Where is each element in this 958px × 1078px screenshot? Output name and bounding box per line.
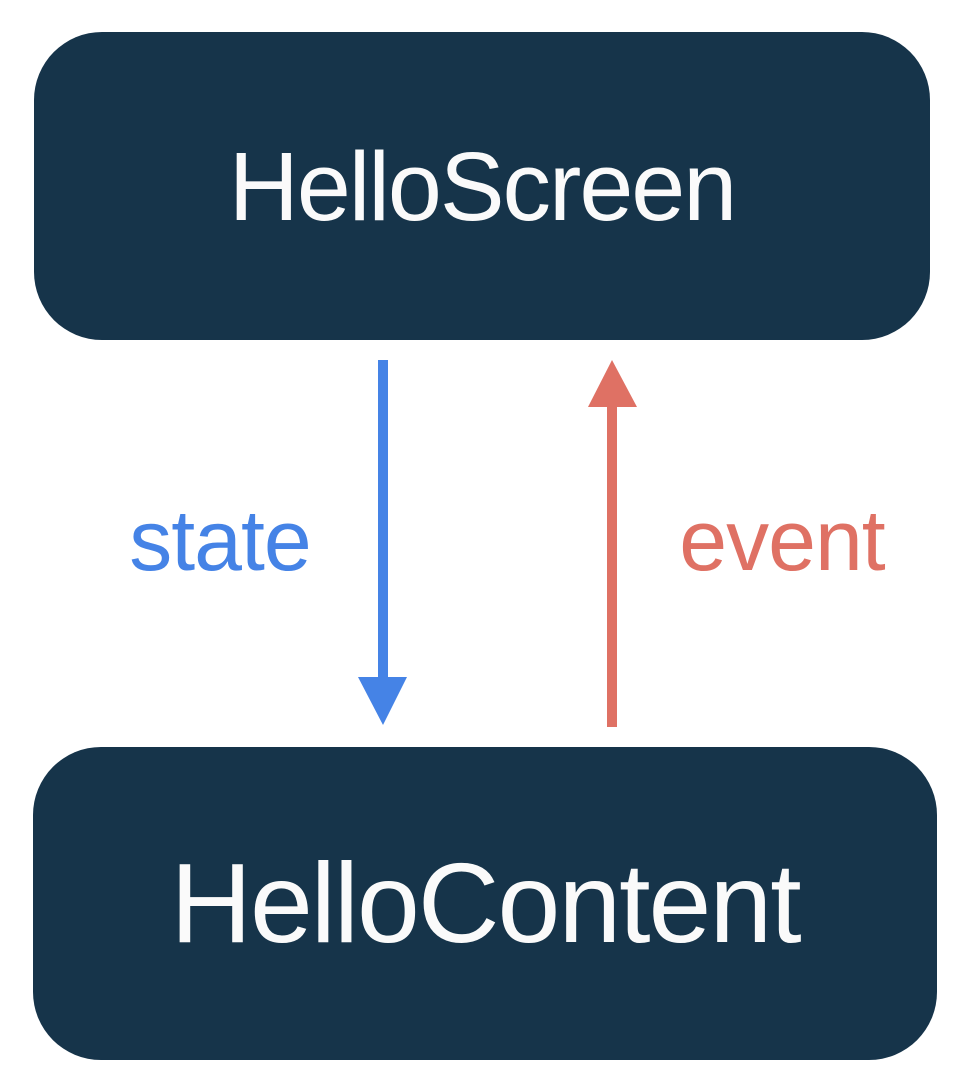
hello-screen-label: HelloScreen bbox=[228, 131, 737, 241]
state-arrow-head bbox=[358, 677, 407, 725]
state-arrow-shaft bbox=[378, 360, 388, 682]
event-arrow-icon bbox=[588, 360, 637, 727]
hello-screen-box: HelloScreen bbox=[34, 32, 930, 340]
hello-content-label: HelloContent bbox=[170, 840, 801, 966]
state-arrow-icon bbox=[358, 360, 407, 725]
state-label: state bbox=[129, 493, 311, 589]
event-arrow-head bbox=[588, 360, 637, 407]
event-arrow-shaft bbox=[607, 405, 617, 727]
event-label: event bbox=[679, 493, 885, 589]
hello-content-box: HelloContent bbox=[33, 747, 937, 1060]
